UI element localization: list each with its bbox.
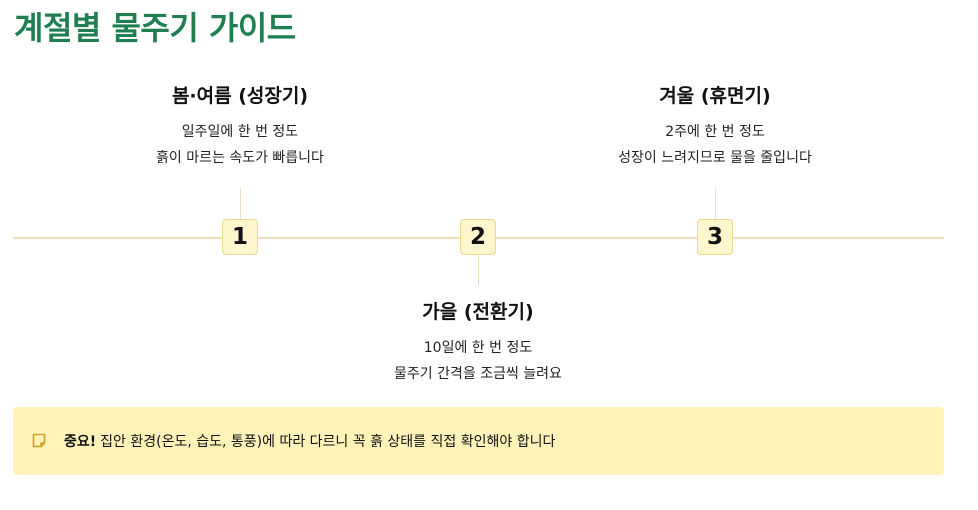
page-title: 계절별 물주기 가이드 — [14, 9, 296, 47]
stage-1-frequency: 일주일에 한 번 정도 — [181, 124, 299, 140]
stage-3-frequency: 2주에 한 번 정도 — [665, 124, 765, 140]
important-notice: 중요!집안 환경(온도, 습도, 통풍)에 따라 다르니 꼭 흙 상태를 직접 … — [13, 407, 944, 475]
notice-label: 중요! — [64, 434, 97, 450]
stage-2-note: 물주기 간격을 조금씩 늘려요 — [394, 366, 562, 382]
stage-1-title: 봄·여름 (성장기) — [171, 85, 309, 107]
stage-3-card: 겨울 (휴면기) 2주에 한 번 정도 성장이 느려지므로 물을 줄입니다 — [555, 83, 875, 171]
stage-2-card: 가을 (전환기) 10일에 한 번 정도 물주기 간격을 조금씩 늘려요 — [318, 299, 638, 387]
stage-3-note: 성장이 느려지므로 물을 줄입니다 — [618, 150, 812, 166]
notice-body: 집안 환경(온도, 습도, 통풍)에 따라 다르니 꼭 흙 상태를 직접 확인해… — [100, 434, 556, 450]
connector-stage-3 — [715, 188, 716, 219]
stage-1-note: 흙이 마르는 속도가 빠릅니다 — [156, 150, 324, 166]
sticky-note-icon — [32, 433, 46, 448]
stage-2-marker: 2 — [460, 219, 496, 255]
notice-text: 중요!집안 환경(온도, 습도, 통풍)에 따라 다르니 꼭 흙 상태를 직접 … — [64, 431, 555, 451]
stage-3-marker: 3 — [697, 219, 733, 255]
stage-2-title: 가을 (전환기) — [422, 301, 534, 323]
stage-3-title: 겨울 (휴면기) — [659, 85, 771, 107]
stage-1-marker: 1 — [222, 219, 258, 255]
connector-stage-1 — [240, 188, 241, 219]
stage-1-card: 봄·여름 (성장기) 일주일에 한 번 정도 흙이 마르는 속도가 빠릅니다 — [80, 83, 400, 171]
stage-2-frequency: 10일에 한 번 정도 — [423, 340, 533, 356]
connector-stage-2 — [478, 255, 479, 286]
